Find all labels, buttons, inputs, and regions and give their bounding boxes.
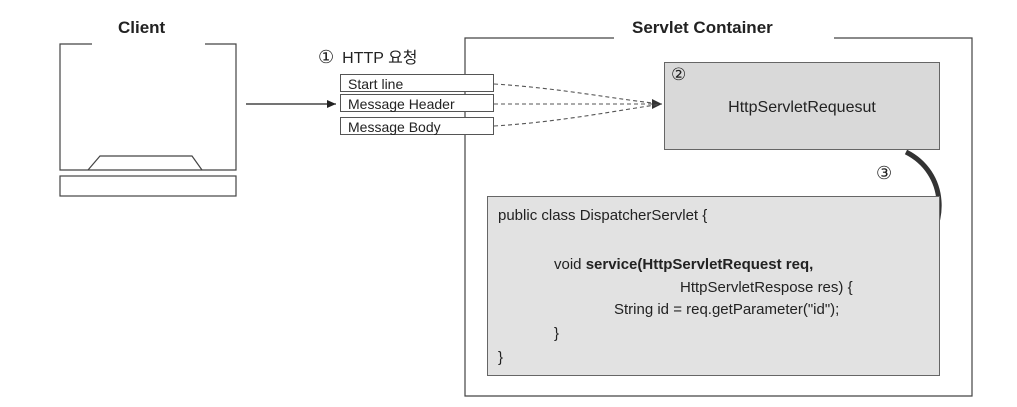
http-servlet-request-box: ② HttpServletRequesut <box>664 62 940 150</box>
client-monitor <box>59 43 237 171</box>
code-response-param: HttpServletRespose res) { <box>680 279 853 296</box>
dashed-message-body <box>493 103 663 127</box>
servlet-container-title: Servlet Container <box>632 18 773 37</box>
client-base <box>59 175 237 197</box>
code-method-signature: service(HttpServletRequest req, <box>585 256 814 273</box>
code-close-class: } <box>498 349 504 366</box>
dispatcher-servlet-code-box: public class DispatcherServlet { void se… <box>487 196 940 376</box>
code-class-declaration: public class DispatcherServlet { <box>498 207 708 224</box>
code-method-prefix: void <box>554 256 586 273</box>
http-request-label: ① HTTP 요청 <box>318 44 418 68</box>
message-start-line: Start line <box>340 74 494 92</box>
client-monitor-stand <box>87 155 203 171</box>
code-body-line: String id = req.getParameter("id"); <box>614 301 840 318</box>
code-close-method: } <box>554 325 560 342</box>
http-servlet-request-title: HttpServletRequesut <box>728 99 876 116</box>
step-1-marker: ① <box>318 47 335 67</box>
code-method-line: void service(HttpServletRequest req, <box>554 256 813 273</box>
client-title: Client <box>118 18 166 37</box>
http-request-text: HTTP 요청 <box>342 50 418 67</box>
step-2-marker: ② <box>671 65 687 84</box>
message-body: Message Body <box>340 117 494 135</box>
step-3-marker: ③ <box>876 163 893 183</box>
servlet-container-frame <box>464 37 973 397</box>
dashed-start-line <box>493 83 663 105</box>
message-header: Message Header <box>340 94 494 112</box>
